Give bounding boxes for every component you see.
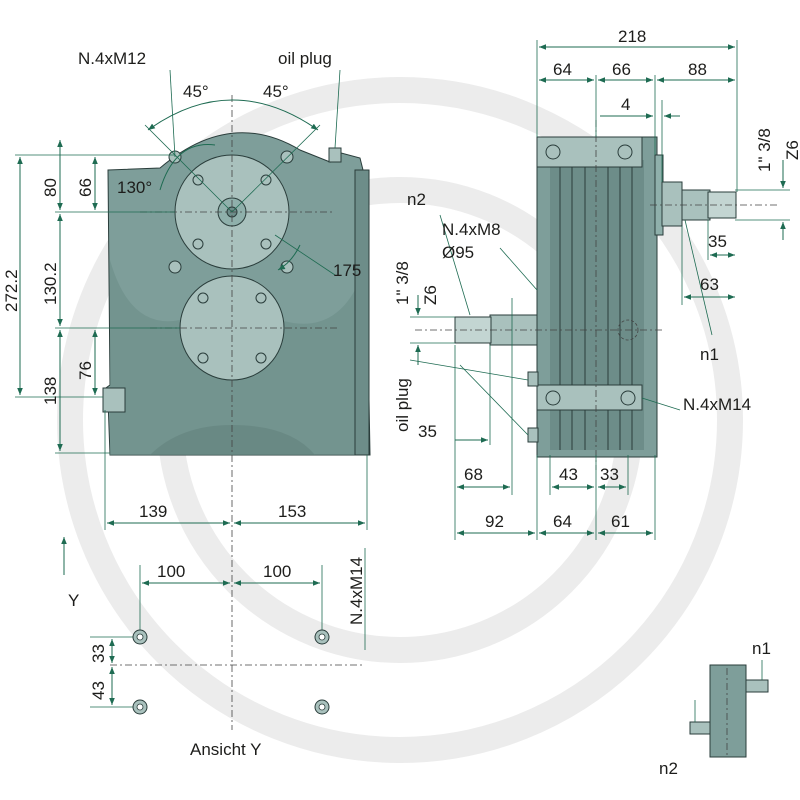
oil-plug-side-1 [527, 371, 539, 387]
label-dim-64-bot: 64 [553, 512, 572, 531]
label-oil-plug-side: oil plug [393, 378, 412, 432]
label-angle-right: 45° [263, 82, 289, 101]
label-dim-100-left: 100 [157, 562, 185, 581]
label-bolt-m8: N.4xM8 [442, 220, 501, 239]
label-dim-130: 130.2 [41, 262, 60, 305]
label-dim-33: 33 [600, 465, 619, 484]
label-dim-61: 61 [611, 512, 630, 531]
label-y-arrow: Y [68, 591, 79, 610]
label-dim-4: 4 [621, 95, 630, 114]
label-angle-left: 45° [183, 82, 209, 101]
label-shaft-out: 1" 3/8 [393, 261, 412, 305]
label-dim-66-top: 66 [612, 60, 631, 79]
housing-bottom-arch [150, 425, 315, 455]
label-bolt-m14-base: N.4xM14 [347, 557, 366, 625]
label-dim-139: 139 [139, 502, 167, 521]
label-spline-out: Z6 [421, 285, 440, 305]
side-view [409, 40, 790, 540]
label-dim-76: 76 [76, 361, 95, 380]
label-dim-88: 88 [688, 60, 707, 79]
label-shaft-in: 1" 3/8 [755, 128, 774, 172]
label-view-caption: Ansicht Y [190, 740, 262, 759]
label-dim-43: 43 [559, 465, 578, 484]
label-dim-80: 80 [41, 178, 60, 197]
label-n1: n1 [700, 345, 719, 364]
label-dim-100-right: 100 [263, 562, 291, 581]
label-dim-35-right: 35 [708, 232, 727, 251]
label-dim-138: 138 [41, 377, 60, 405]
label-bolt-m14-side: N.4xM14 [683, 395, 751, 414]
label-spline-in: Z6 [783, 140, 800, 160]
label-dim-64-top: 64 [553, 60, 572, 79]
oil-plug-side-2 [527, 427, 539, 443]
label-radius-175: 175 [333, 261, 361, 280]
label-dim-63: 63 [700, 275, 719, 294]
label-dim-43-base: 43 [89, 681, 108, 700]
schematic-icon [689, 660, 769, 758]
label-dim-33-base: 33 [89, 644, 108, 663]
label-oil-plug-top: oil plug [278, 49, 332, 68]
oil-plug-top [328, 147, 342, 163]
label-dim-272: 272.2 [2, 269, 21, 312]
label-dim-35-left: 35 [418, 422, 437, 441]
view-y [61, 537, 366, 715]
housing-foot-left [102, 387, 126, 413]
label-bolt-top: N.4xM12 [78, 49, 146, 68]
label-dim-218: 218 [618, 27, 646, 46]
label-dim-66: 66 [76, 178, 95, 197]
label-angle-130: 130° [117, 178, 152, 197]
label-dim-153: 153 [278, 502, 306, 521]
label-dim-68: 68 [464, 465, 483, 484]
label-dim-92: 92 [485, 512, 504, 531]
housing-side-flange [354, 169, 370, 456]
label-dia-95: Ø95 [442, 243, 474, 262]
label-n1-schema: n1 [752, 639, 771, 658]
label-n2-schema: n2 [659, 759, 678, 778]
front-view [15, 69, 371, 730]
label-n2: n2 [407, 190, 426, 209]
output-shaft [489, 314, 538, 346]
input-shaft-hub [661, 181, 683, 227]
